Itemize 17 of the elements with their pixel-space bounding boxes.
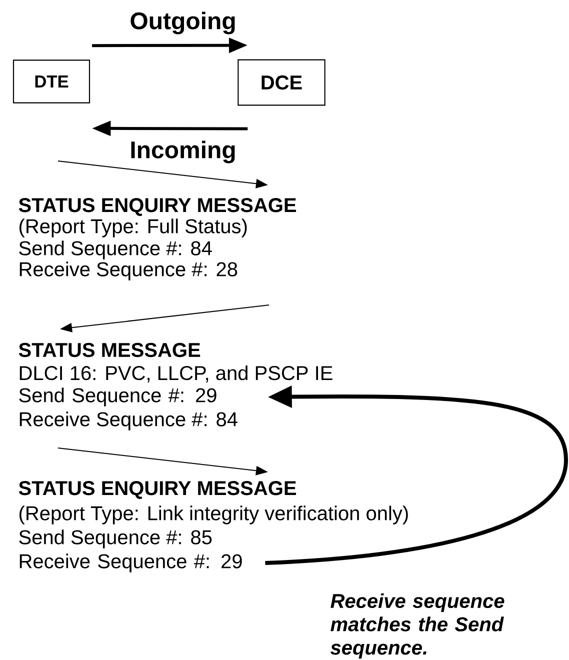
dte-box: DTE bbox=[12, 60, 90, 104]
message-heading: STATUS MESSAGE bbox=[18, 342, 200, 358]
message-text: (Report Type: Link integrity verification only) bbox=[20, 506, 408, 524]
message-text: Receive Sequence #: 28 bbox=[20, 262, 238, 280]
edge-label: Incoming bbox=[128, 139, 238, 165]
message-text: (Report Type: Full Status) bbox=[20, 218, 247, 238]
note-text: Receive sequence matches the Send sequence. bbox=[330, 593, 504, 659]
edge-label: Outgoing bbox=[128, 10, 238, 36]
message-heading: STATUS ENQUIRY MESSAGE bbox=[18, 198, 296, 216]
message-text: DLCI 16: PVC, LLCP, and PSCP IE bbox=[20, 365, 332, 383]
sequence-text: Receive Sequence #: 29 bbox=[20, 554, 242, 572]
message-text: Send Sequence #: 85 bbox=[19, 530, 212, 548]
message-heading: STATUS ENQUIRY MESSAGE bbox=[18, 481, 296, 499]
sequence-text: Send Sequence #: 29 bbox=[19, 388, 216, 406]
dce-box: DCE bbox=[238, 59, 326, 106]
message-text: Receive Sequence #: 84 bbox=[20, 412, 238, 430]
message-text: Send Sequence #: 84 bbox=[19, 240, 212, 260]
